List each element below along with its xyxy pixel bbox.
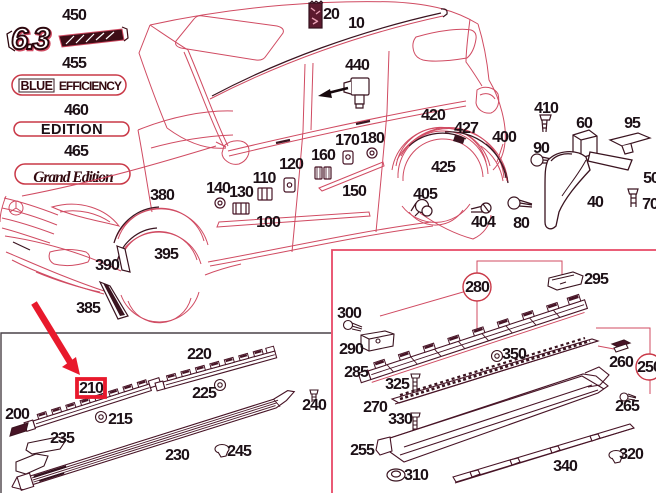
svg-text:40: 40 [587, 194, 604, 211]
svg-text:130: 130 [229, 184, 254, 201]
svg-text:385: 385 [76, 300, 101, 317]
svg-text:170: 170 [335, 132, 360, 149]
svg-text:215: 215 [108, 411, 133, 428]
svg-text:70: 70 [642, 196, 656, 213]
svg-text:455: 455 [62, 55, 87, 72]
svg-text:110: 110 [253, 170, 277, 187]
svg-text:160: 160 [311, 147, 336, 164]
svg-text:260: 260 [609, 354, 634, 371]
svg-text:6.3: 6.3 [11, 21, 50, 56]
svg-text:300: 300 [337, 305, 362, 322]
svg-text:220: 220 [187, 346, 212, 363]
svg-text:285: 285 [344, 364, 369, 381]
svg-text:404: 404 [471, 214, 496, 231]
svg-text:140: 140 [206, 180, 231, 197]
svg-text:290: 290 [339, 341, 364, 358]
svg-text:270: 270 [363, 399, 388, 416]
svg-text:95: 95 [624, 115, 641, 132]
svg-text:245: 245 [227, 443, 252, 460]
svg-text:250: 250 [637, 359, 656, 376]
svg-text:240: 240 [302, 397, 327, 414]
svg-text:150: 150 [342, 183, 367, 200]
svg-text:20: 20 [323, 6, 340, 23]
svg-text:6.3: 6.3 [12, 22, 51, 57]
svg-text:395: 395 [154, 246, 179, 263]
svg-text:460: 460 [64, 102, 89, 119]
svg-text:295: 295 [584, 271, 609, 288]
svg-text:200: 200 [5, 406, 30, 423]
svg-text:390: 390 [95, 257, 120, 274]
svg-text:225: 225 [192, 385, 217, 402]
svg-text:420: 420 [421, 107, 446, 124]
svg-text:180: 180 [360, 130, 385, 147]
svg-text:10: 10 [348, 15, 365, 32]
svg-text:100: 100 [256, 214, 281, 231]
svg-text:440: 440 [345, 57, 370, 74]
svg-text:255: 255 [350, 442, 375, 459]
svg-text:425: 425 [431, 159, 456, 176]
svg-text:265: 265 [615, 398, 640, 415]
svg-text:60: 60 [576, 115, 593, 132]
svg-text:450: 450 [62, 7, 87, 24]
svg-text:380: 380 [150, 187, 175, 204]
svg-text:80: 80 [513, 215, 530, 232]
svg-text:330: 330 [388, 411, 413, 428]
svg-text:120: 120 [279, 156, 304, 173]
svg-text:405: 405 [413, 186, 438, 203]
svg-text:90: 90 [533, 140, 550, 157]
svg-text:50: 50 [643, 170, 656, 187]
svg-text:280: 280 [465, 279, 490, 296]
svg-text:320: 320 [619, 446, 644, 463]
svg-text:BLUE: BLUE [20, 79, 52, 93]
svg-text:400: 400 [492, 129, 517, 146]
svg-text:465: 465 [64, 143, 89, 160]
svg-text:340: 340 [553, 458, 578, 475]
svg-text:410: 410 [534, 100, 559, 117]
svg-text:427: 427 [454, 120, 479, 137]
svg-text:325: 325 [385, 376, 410, 393]
svg-text:235: 235 [50, 430, 75, 447]
svg-text:Grand Edition: Grand Edition [33, 169, 113, 186]
svg-text:EDITION: EDITION [41, 122, 103, 138]
svg-text:350: 350 [502, 346, 527, 363]
svg-text:EFFICIENCY: EFFICIENCY [59, 79, 122, 93]
svg-text:210: 210 [79, 380, 104, 397]
svg-text:230: 230 [165, 447, 190, 464]
svg-text:310: 310 [404, 467, 429, 484]
